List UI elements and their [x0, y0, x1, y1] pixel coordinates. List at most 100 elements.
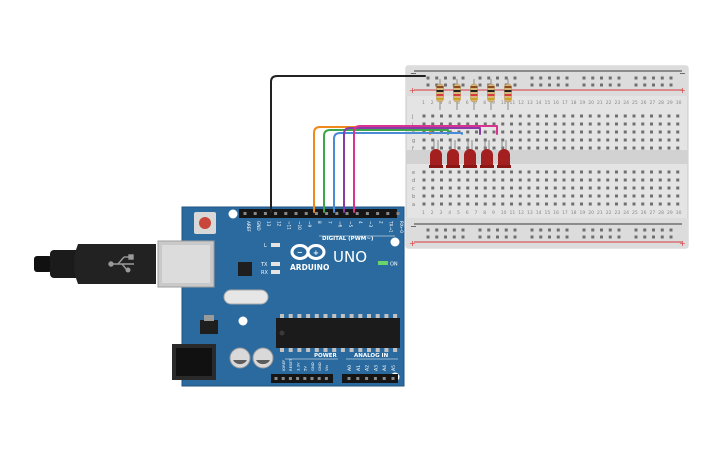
wire-gnd-black[interactable] [270, 75, 426, 213]
header-pin[interactable] [317, 377, 321, 380]
breadboard-hole [545, 170, 548, 174]
red-led[interactable] [446, 140, 460, 168]
rail-hole [652, 228, 655, 232]
breadboard-hole [492, 146, 496, 150]
breadboard-hole [641, 138, 645, 142]
header-pin[interactable] [365, 377, 369, 380]
breadboard-hole [527, 202, 531, 206]
rail-hole [617, 83, 621, 87]
on-led [378, 261, 388, 265]
digital-pin-label: ~9 [307, 221, 312, 228]
breadboard-hole [588, 130, 592, 134]
breadboard-hole [431, 138, 435, 142]
led-tx-label: TX [260, 262, 268, 268]
breadboard-hole [606, 178, 610, 182]
resistor[interactable] [470, 79, 478, 110]
row-label: c [412, 186, 415, 192]
chip-pin [349, 348, 354, 352]
wire-magenta[interactable] [353, 125, 498, 213]
breadboard-hole [676, 146, 680, 150]
rail-hole [444, 235, 447, 239]
breadboard-hole [580, 114, 583, 118]
breadboard-hole [518, 138, 522, 142]
breadboard-hole [562, 114, 566, 118]
header-pin[interactable] [382, 377, 386, 380]
reset-button[interactable] [199, 217, 211, 229]
rail-hole [548, 235, 551, 239]
header-pin[interactable] [303, 377, 307, 380]
breadboard-hole [483, 130, 487, 134]
power-pin-label: GND [310, 362, 315, 371]
header-pin[interactable] [274, 212, 278, 215]
header-pin[interactable] [325, 212, 329, 215]
header-pin[interactable] [281, 377, 285, 380]
breadboard-hole [632, 178, 636, 182]
wire-purple[interactable] [343, 127, 481, 213]
column-number: 28 [658, 210, 664, 216]
header-pin[interactable] [314, 212, 318, 215]
column-number: 1 [422, 210, 425, 216]
column-number: 19 [580, 210, 586, 216]
analog-pin-label: A0 [347, 365, 353, 371]
header-pin[interactable] [356, 377, 360, 380]
rail-hole [669, 76, 673, 80]
header-pin[interactable] [274, 377, 278, 380]
power-header [271, 374, 333, 383]
red-led[interactable] [463, 140, 477, 168]
rail-hole [530, 83, 534, 87]
breadboard-hole [475, 146, 478, 150]
breadboard-hole [588, 114, 592, 118]
header-pin[interactable] [294, 212, 298, 215]
red-led[interactable] [429, 140, 443, 168]
header-pin[interactable] [373, 377, 377, 380]
resistor[interactable] [504, 79, 512, 110]
resistor[interactable] [453, 79, 461, 110]
breadboard-hole [623, 194, 627, 198]
breadboard-hole [431, 202, 435, 206]
rail-hole [504, 235, 508, 239]
header-pin[interactable] [355, 212, 359, 215]
header-pin[interactable] [263, 212, 267, 215]
breadboard-hole [448, 194, 452, 198]
breadboard-hole [457, 138, 461, 142]
wire-blue[interactable] [333, 132, 463, 213]
header-pin[interactable] [304, 212, 308, 215]
breadboard-hole [615, 114, 618, 118]
rail-hole [478, 228, 482, 232]
breadboard-hole [676, 130, 680, 134]
column-number: 2 [431, 210, 434, 216]
header-pin[interactable] [243, 212, 247, 215]
header-pin[interactable] [296, 377, 300, 380]
breadboard-hole [483, 186, 487, 190]
wire-green[interactable] [323, 129, 449, 213]
header-pin[interactable] [386, 212, 390, 215]
column-number: 17 [562, 100, 568, 106]
digital-pin-label: RX←0 [399, 221, 404, 233]
wire-orange[interactable] [313, 126, 431, 213]
rail-hole [643, 76, 647, 80]
red-led[interactable] [480, 140, 494, 168]
header-pin[interactable] [324, 377, 328, 380]
breadboard-hole [527, 130, 531, 134]
header-pin[interactable] [288, 377, 292, 380]
chip-pin [367, 348, 371, 352]
header-pin[interactable] [284, 212, 288, 215]
header-pin[interactable] [391, 377, 395, 380]
header-pin[interactable] [335, 212, 339, 215]
header-pin[interactable] [253, 212, 257, 215]
header-pin[interactable] [310, 377, 314, 380]
header-pin[interactable] [365, 212, 369, 215]
breadboard-hole [553, 130, 557, 134]
breadboard-hole [492, 186, 496, 190]
breadboard-hole [536, 138, 540, 142]
red-led[interactable] [497, 140, 511, 168]
header-pin[interactable] [376, 212, 380, 215]
header-pin[interactable] [396, 212, 400, 215]
header-pin[interactable] [347, 377, 351, 380]
resistor[interactable] [436, 79, 444, 110]
resistor[interactable] [487, 79, 495, 110]
column-number: 9 [492, 210, 495, 216]
usb-cable[interactable] [34, 244, 156, 284]
header-pin[interactable] [345, 212, 349, 215]
